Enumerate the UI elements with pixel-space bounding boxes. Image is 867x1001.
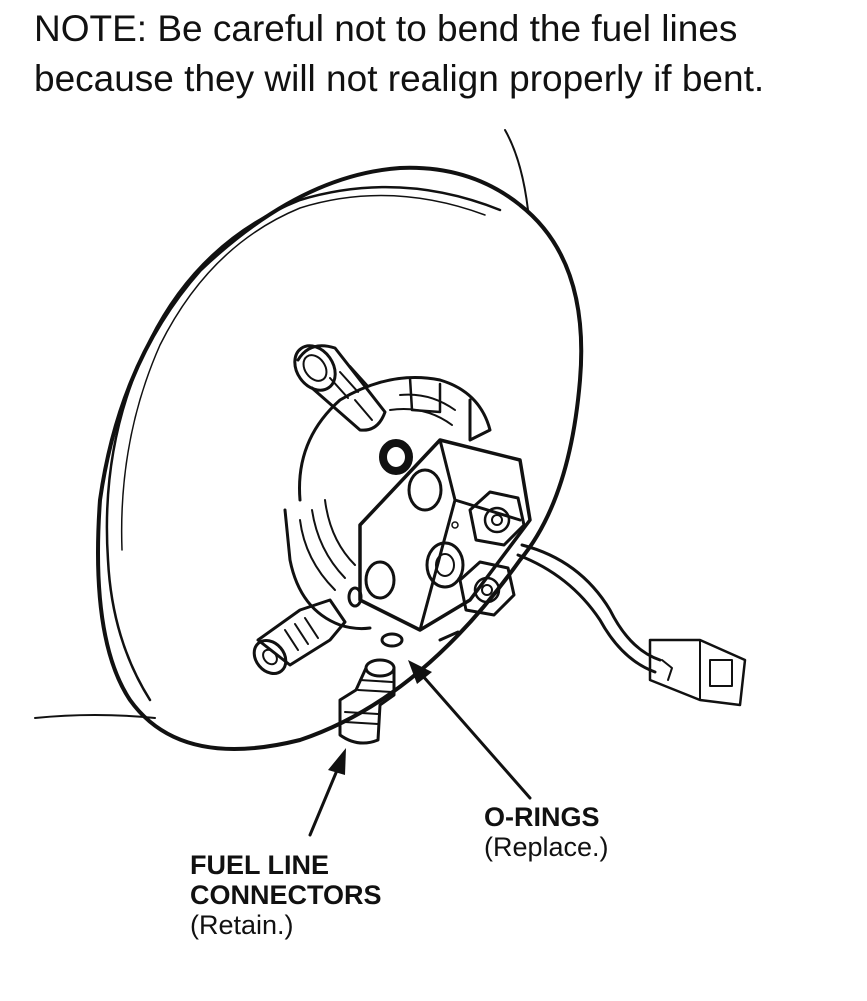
left-o-ring: [347, 586, 363, 608]
hex-fitting-lower: [458, 560, 516, 617]
note-text-line-2: because they will not realign properly i…: [34, 58, 765, 99]
fuel-line-connectors-arrow: [308, 748, 346, 837]
upper-fuel-line-connector: [293, 344, 387, 432]
fuel-line-connectors-label-line-1: FUEL LINE: [190, 850, 330, 880]
o-rings-instruction: (Replace.): [484, 832, 609, 863]
o-rings-arrow: [408, 660, 532, 800]
note-text-line-1: NOTE: Be careful not to bend the fuel li…: [34, 8, 738, 49]
o-rings-label: O-RINGS: [484, 802, 600, 832]
sensor-wire-harness: [516, 543, 747, 707]
fuel-line-connectors-instruction: (Retain.): [190, 910, 294, 941]
alignment-mark: [438, 630, 460, 642]
hex-fitting-upper: [468, 490, 526, 547]
fuel-line-connectors-label-line-2: CONNECTORS: [190, 880, 382, 911]
fuel-line-connectors-callout: FUEL LINE CONNECTORS (Retain.): [190, 850, 382, 941]
body-outline-curve-top: [504, 129, 529, 211]
lower-fuel-line-connector: [338, 658, 396, 745]
hub-collar: [283, 376, 492, 631]
lower-o-ring: [380, 632, 404, 648]
mounting-disc: [96, 165, 584, 751]
left-fuel-line-connector: [252, 598, 347, 675]
body-outline-curve-left: [34, 714, 156, 719]
o-rings-callout: O-RINGS (Replace.): [484, 802, 609, 862]
distributor-block: [358, 438, 532, 632]
upper-o-ring: [379, 439, 413, 475]
